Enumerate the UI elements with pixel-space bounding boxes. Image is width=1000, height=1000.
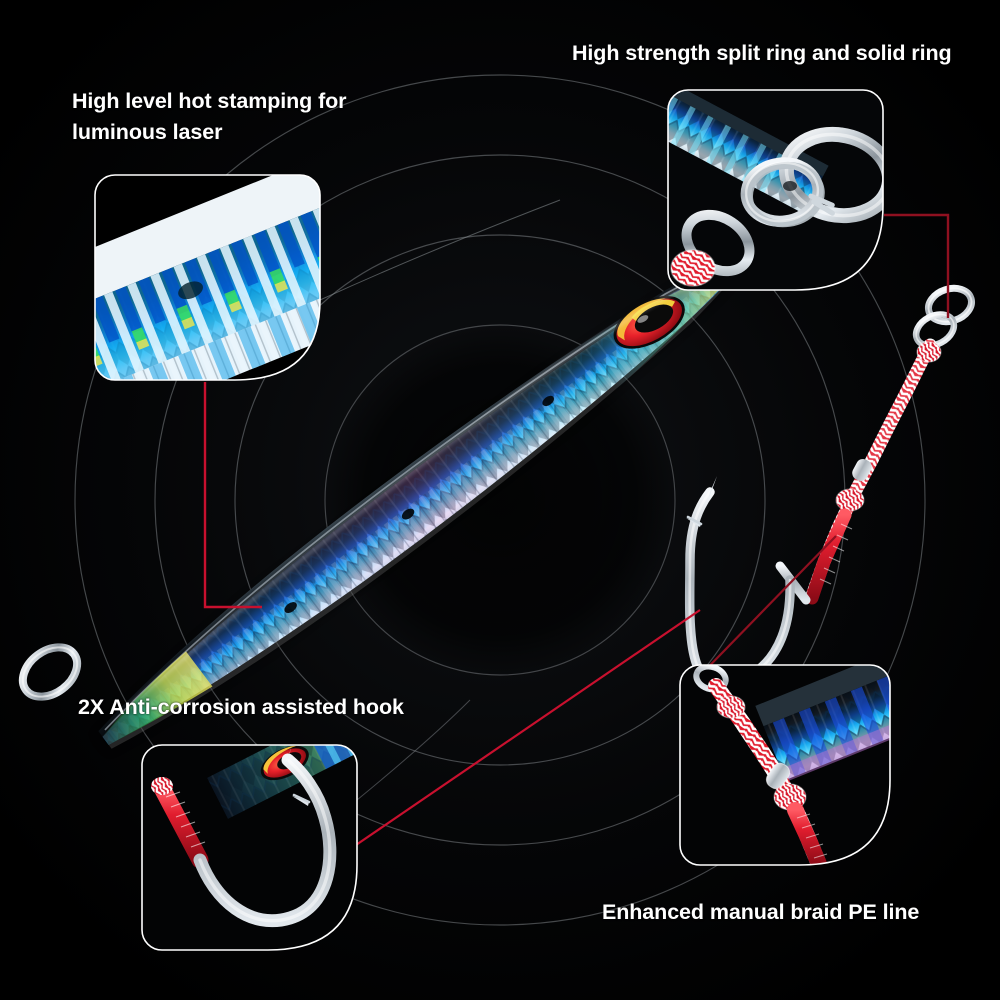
callout-assist-hook[interactable] xyxy=(141,673,433,951)
jig-lure-main xyxy=(87,229,769,764)
callout-border xyxy=(94,174,321,381)
callout-split-ring[interactable] xyxy=(627,72,898,291)
label-split-ring: High strength split ring and solid ring xyxy=(572,41,952,65)
callout-connectors xyxy=(203,199,950,846)
assist-pe-line xyxy=(805,338,942,605)
head-rings-assembly xyxy=(912,284,975,349)
callout-border xyxy=(141,744,358,951)
assist-hook-main xyxy=(684,476,811,689)
label-assisted-hook: 2X Anti-corrosion assisted hook xyxy=(78,695,404,719)
tail-split-ring xyxy=(18,643,82,701)
callout-border xyxy=(667,89,884,291)
label-hot-stamping: High level hot stamping for luminous las… xyxy=(72,89,347,144)
callout-border xyxy=(679,664,891,866)
callout-pe-line[interactable] xyxy=(679,616,1000,866)
label-pe-line: Enhanced manual braid PE line xyxy=(602,900,920,924)
